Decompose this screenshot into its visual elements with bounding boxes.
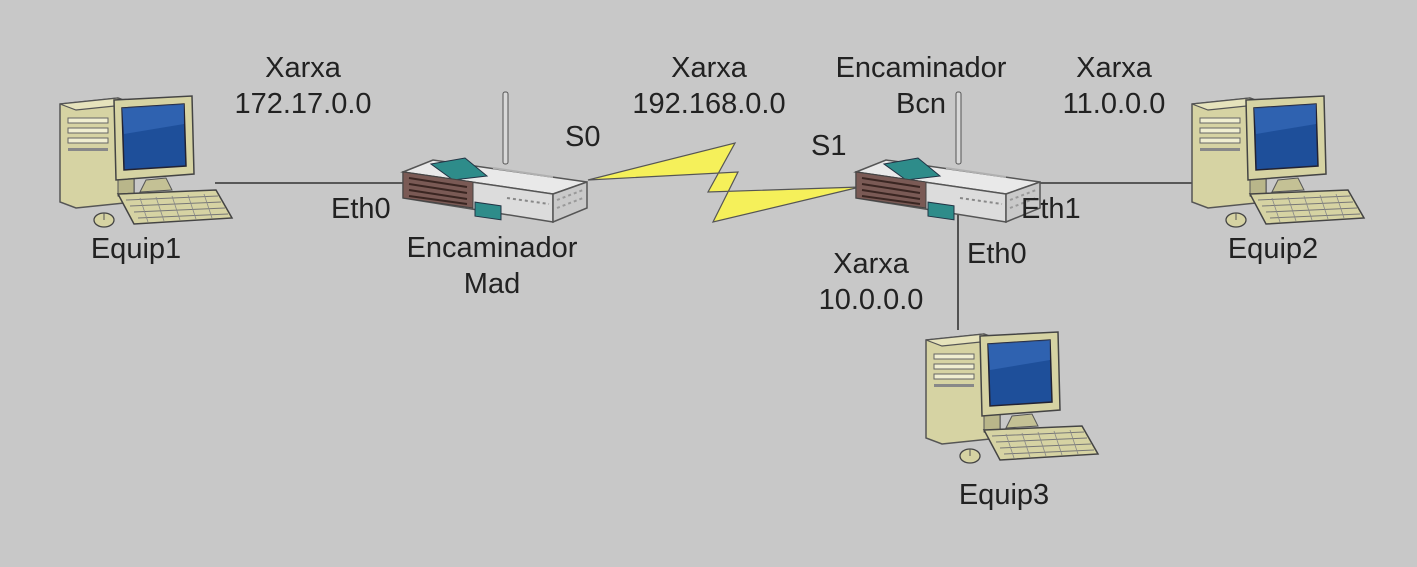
- iface-bcn-s1: S1: [811, 130, 847, 162]
- iface-bcn-eth0: Eth0: [967, 238, 1027, 270]
- equip1-label: Equip1: [90, 233, 182, 265]
- iface-mad-s0: S0: [565, 121, 601, 153]
- computer-equip1-icon: [59, 95, 233, 228]
- iface-mad-eth0: Eth0: [331, 193, 391, 225]
- router-mad-icon: [402, 91, 588, 223]
- computer-equip2-icon: [1191, 95, 1365, 228]
- iface-bcn-eth1: Eth1: [1021, 193, 1081, 225]
- equip2-label: Equip2: [1227, 233, 1319, 265]
- equip3-label: Equip3: [958, 479, 1050, 511]
- computer-equip3-icon: [925, 331, 1099, 464]
